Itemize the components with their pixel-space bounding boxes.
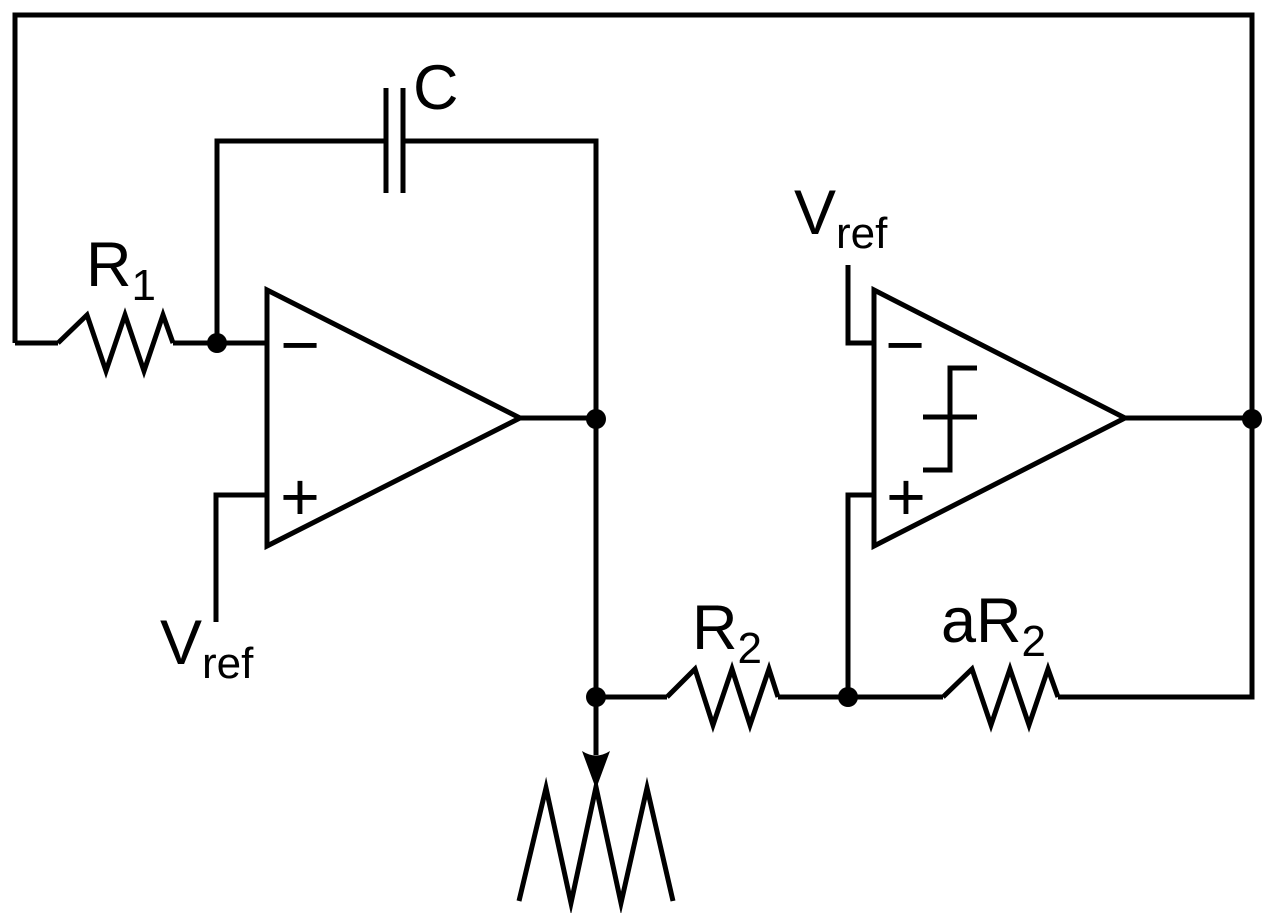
capacitor-branch-wire	[214, 138, 386, 343]
label-ar2-sub: 2	[1021, 617, 1047, 667]
junction-dot-comparator-input	[838, 687, 858, 707]
opamp-integrator-triangle	[264, 285, 526, 551]
opamp1-noninverting-sign: +	[280, 459, 320, 535]
opamp1-noninverting-wire	[213, 492, 267, 622]
label-vref-integrator-main: V	[160, 608, 203, 678]
resistor-r2	[665, 661, 781, 733]
opamp2-noninverting-sign: +	[886, 459, 926, 535]
capacitor-c-plates	[383, 88, 406, 193]
label-ar2-main: aR	[941, 586, 1022, 656]
label-vref-integrator: Vref	[160, 612, 253, 686]
opamp2-inverting-wire	[845, 265, 874, 346]
junction-dot-comparator-output	[1242, 409, 1262, 429]
junction-dot-integrator-output	[586, 409, 606, 429]
opamp-comparator-triangle	[871, 285, 1131, 551]
label-c-main: C	[413, 53, 459, 123]
label-r1: R1	[86, 234, 156, 308]
hysteresis-icon	[923, 365, 977, 473]
label-vref-comparator: Vref	[794, 182, 887, 256]
label-r2: R2	[692, 597, 762, 671]
label-vref-comparator-main: V	[794, 178, 837, 248]
junction-dot-waveform-tap	[586, 687, 606, 707]
down-arrowhead-icon	[582, 751, 610, 789]
triangle-wave-icon	[516, 775, 676, 913]
label-ar2: aR2	[941, 590, 1046, 664]
label-vref-integrator-sub: ref	[202, 639, 254, 689]
opamp1-inverting-sign: −	[280, 307, 320, 383]
junction-dot-inverting-input	[207, 333, 227, 353]
opamp2-inverting-sign: −	[885, 307, 925, 383]
opamp2-noninverting-wire	[845, 492, 874, 697]
resistor-ar2	[941, 661, 1061, 733]
feedback-loop-wire	[12, 12, 1255, 700]
capacitor-to-output-wire	[403, 138, 599, 755]
label-r2-main: R	[692, 593, 738, 663]
label-vref-comparator-sub: ref	[836, 209, 888, 259]
label-r1-sub: 1	[131, 261, 156, 311]
label-r2-sub: 2	[737, 624, 762, 674]
label-c: C	[413, 57, 459, 120]
resistor-r1	[56, 307, 176, 379]
label-r1-main: R	[86, 230, 132, 300]
